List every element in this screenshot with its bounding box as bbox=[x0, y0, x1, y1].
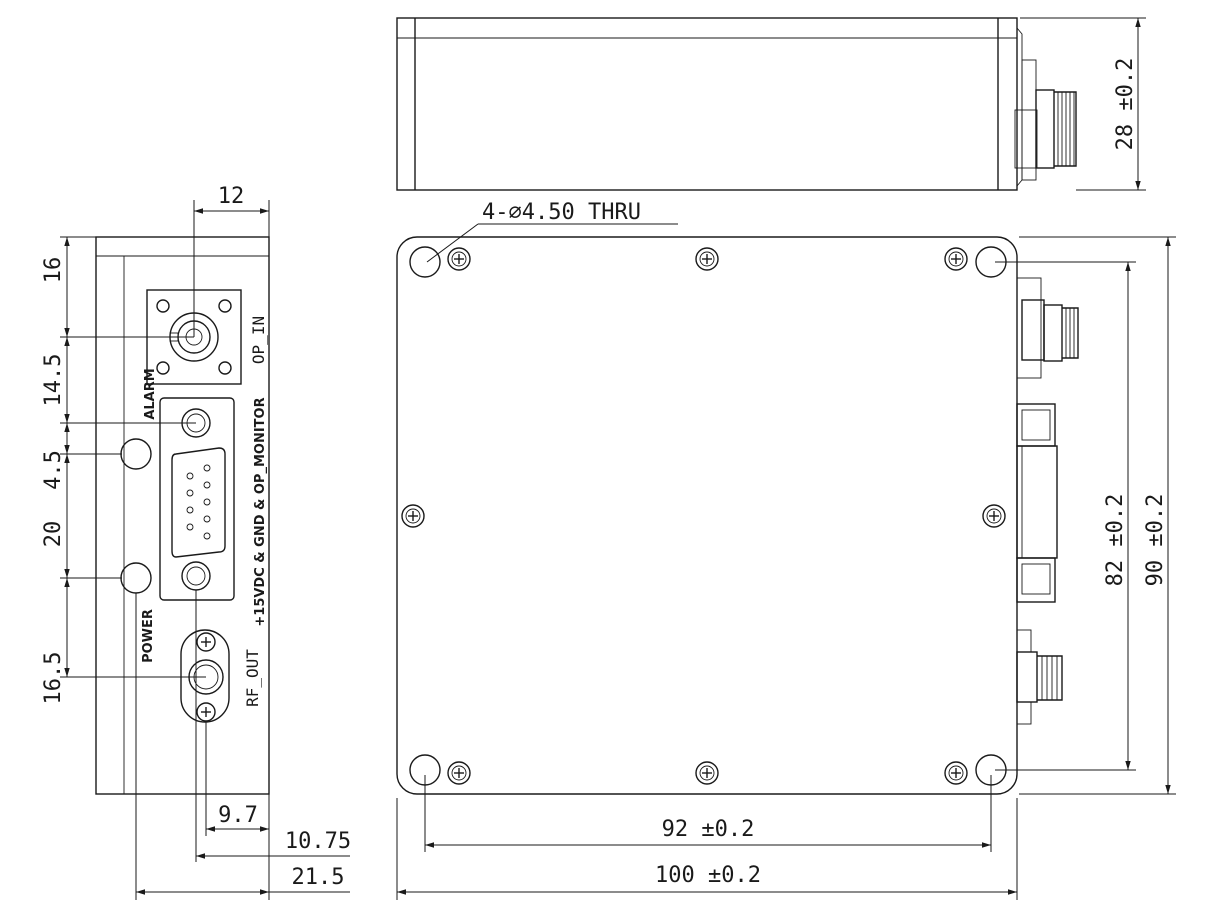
label-rf-out: RF_OUT bbox=[243, 649, 262, 707]
dim-b-9-7: 9.7 bbox=[218, 803, 258, 828]
dim-v-16: 16 bbox=[41, 257, 66, 284]
dim-v-14-5: 14.5 bbox=[41, 354, 66, 407]
label-alarm: ALARM bbox=[143, 368, 158, 419]
screw-icon bbox=[401, 504, 425, 528]
top-view-connector bbox=[1014, 27, 1077, 187]
label-power: POWER bbox=[141, 609, 156, 663]
hole-callout: 4-∅4.50 THRU bbox=[482, 200, 641, 225]
screw-icon bbox=[944, 247, 968, 271]
screw-icon bbox=[982, 504, 1006, 528]
front-view-bottom-dims: 9.7 10.75 21.5 bbox=[135, 590, 351, 900]
dim-b-21-5: 21.5 bbox=[292, 865, 345, 890]
screw-icon bbox=[447, 761, 471, 785]
screw-icon bbox=[695, 247, 719, 271]
rf-out-connector bbox=[180, 629, 230, 723]
dim-total-100: 100 ±0.2 bbox=[655, 863, 761, 888]
dim-v-4-5: 4.5 bbox=[41, 450, 66, 490]
dim-hole-82: 82 ±0.2 bbox=[1103, 494, 1128, 587]
main-view: 4-∅4.50 THRU bbox=[396, 200, 1176, 900]
label-dsub: +15VDC & GND & OP_MONITOR bbox=[253, 397, 268, 626]
dim-b-10-75: 10.75 bbox=[285, 829, 351, 854]
power-led bbox=[120, 562, 152, 594]
front-view: OP_IN ALARM +15VDC & GND & OP_MONITOR PO… bbox=[41, 184, 351, 900]
dim-top-12: 12 bbox=[218, 184, 245, 209]
dim-height-28: 28 ±0.2 bbox=[1113, 58, 1138, 151]
front-view-vertical-dims: 16 14.5 4.5 20 16.5 bbox=[41, 236, 206, 705]
dim-v-20: 20 bbox=[41, 521, 66, 548]
dim-v-16-5: 16.5 bbox=[41, 652, 66, 705]
dim-hole-92: 92 ±0.2 bbox=[662, 817, 755, 842]
top-view: 28 ±0.2 bbox=[396, 17, 1146, 191]
dim-total-90: 90 ±0.2 bbox=[1143, 494, 1168, 587]
screw-icon bbox=[944, 761, 968, 785]
side-connectors bbox=[1016, 277, 1079, 725]
mount-hole-tl bbox=[409, 246, 441, 278]
label-op-in: OP_IN bbox=[249, 316, 268, 364]
dsub-connector bbox=[159, 397, 235, 601]
screw-icon bbox=[695, 761, 719, 785]
alarm-led bbox=[120, 438, 152, 470]
screw-icon bbox=[447, 247, 471, 271]
